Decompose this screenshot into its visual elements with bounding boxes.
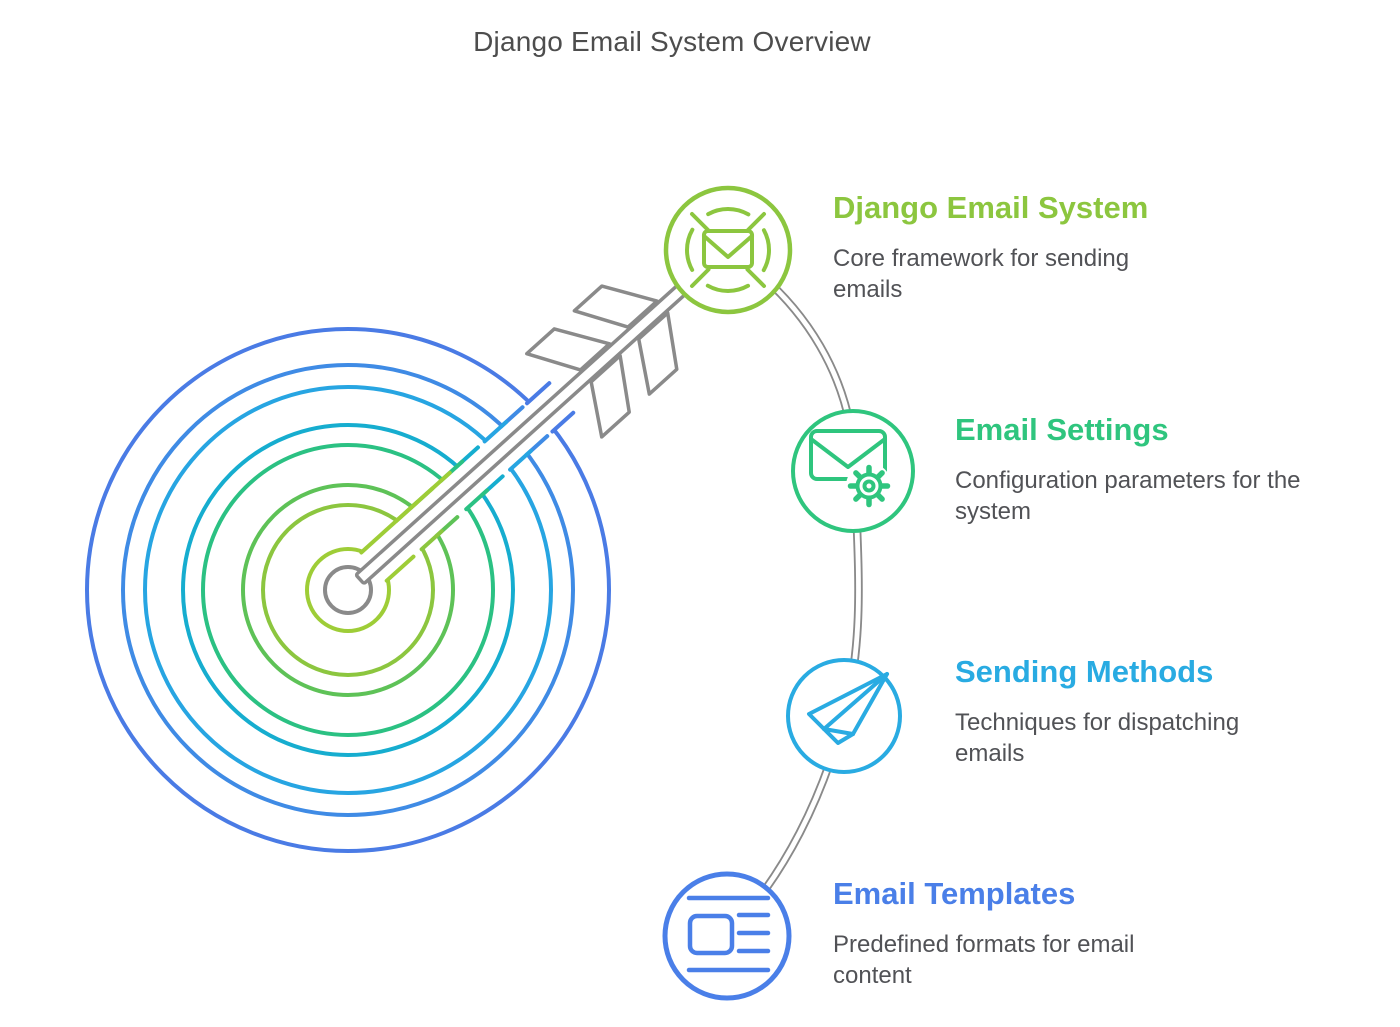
target-envelope-icon	[685, 207, 771, 293]
milestone-badge-1	[663, 185, 793, 315]
milestone-item-4: Email Templates Predefined formats for e…	[833, 876, 1198, 991]
milestone-description-4: Predefined formats for email content	[833, 931, 1135, 989]
milestone-heading-3: Sending Methods	[955, 654, 1214, 689]
milestone-badge-2	[791, 409, 915, 533]
milestone-item-2: Email Settings Configuration parameters …	[955, 412, 1305, 527]
milestone-badge-4	[662, 871, 792, 1001]
milestone-heading-4: Email Templates	[833, 876, 1076, 911]
milestone-heading-2: Email Settings	[955, 412, 1169, 447]
milestone-badge-3	[786, 658, 902, 774]
milestone-item-3: Sending Methods Techniques for dispatchi…	[955, 654, 1295, 769]
milestone-heading-1: Django Email System	[833, 190, 1149, 225]
milestone-item-1: Django Email System Core framework for s…	[833, 190, 1173, 305]
milestone-path-connector	[723, 246, 863, 939]
envelope-gear-icon	[809, 429, 892, 509]
milestone-description-2: Configuration parameters for the system	[955, 467, 1301, 525]
document-template-icon	[686, 895, 771, 973]
page-title: Django Email System Overview	[473, 26, 871, 57]
target-illustration	[85, 236, 736, 853]
milestone-description-1: Core framework for sending emails	[833, 245, 1130, 303]
milestone-description-3: Techniques for dispatching emails	[955, 709, 1240, 767]
target-rings	[85, 327, 611, 853]
paper-plane-icon	[807, 672, 889, 745]
